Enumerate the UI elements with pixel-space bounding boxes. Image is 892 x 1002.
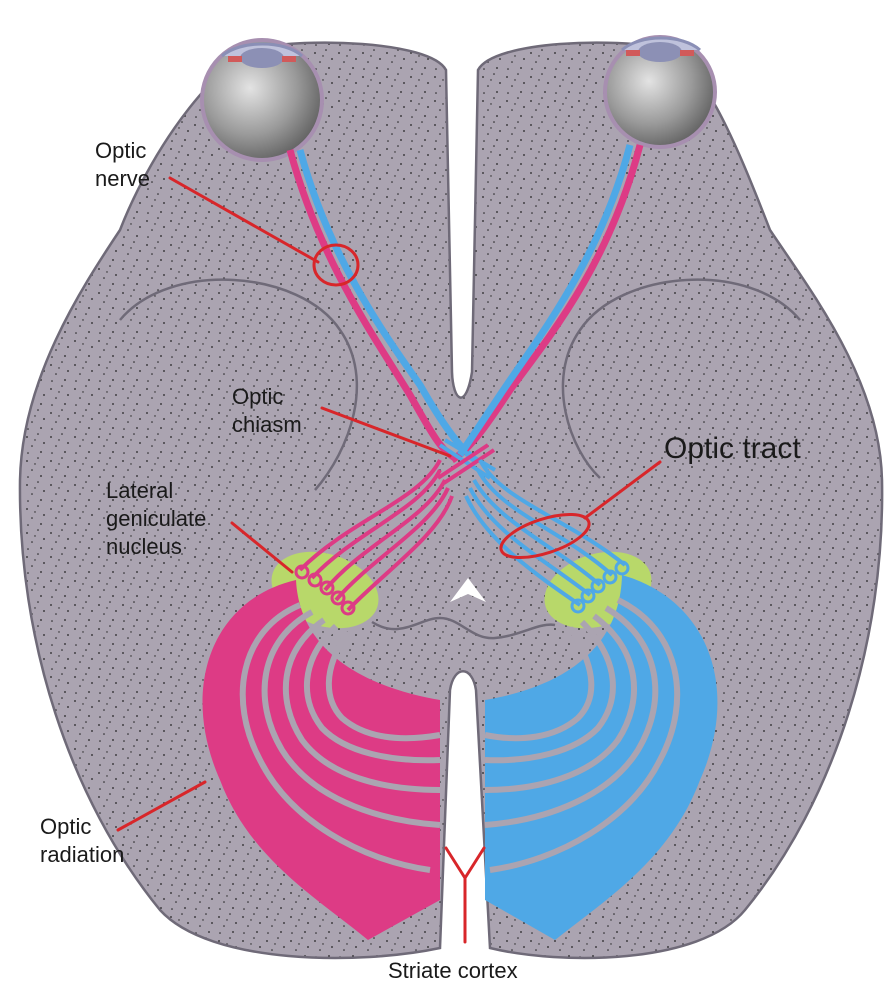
label-lateral-geniculate-nucleus: Lateral geniculate nucleus	[106, 478, 212, 559]
left-eye-icon	[200, 38, 324, 162]
left-geniculate-synapses	[294, 564, 356, 616]
label-optic-chiasm: Optic chiasm	[232, 384, 302, 437]
right-optic-nerve-blue	[457, 144, 634, 457]
arrowhead-icon	[450, 578, 486, 602]
right-optic-tract	[464, 459, 627, 607]
label-optic-nerve: Optic nerve	[95, 138, 152, 191]
leader-optic-tract	[583, 460, 662, 520]
leader-geniculate	[230, 521, 294, 574]
right-eye-icon	[603, 35, 717, 149]
leader-optic-chiasm	[320, 406, 452, 458]
left-temporal-sulcus	[119, 278, 359, 491]
right-geniculate-synapses	[570, 560, 630, 614]
right-temporal-sulcus	[561, 278, 801, 479]
left-optic-tract	[298, 459, 454, 612]
leader-optic-nerve	[168, 176, 320, 264]
leader-optic-nerve-circle	[312, 243, 360, 287]
label-optic-tract: Optic tract	[664, 432, 801, 465]
left-optic-nerve-blue	[296, 149, 481, 465]
right-radiation-gaps	[484, 597, 681, 873]
label-optic-radiation: Optic radiation	[40, 814, 124, 867]
leader-striate-cortex	[444, 846, 486, 944]
leader-optic-radiation	[116, 780, 207, 832]
right-optic-nerve-magenta	[450, 144, 644, 464]
left-radiation-gaps	[239, 602, 441, 873]
label-striate-cortex: Striate cortex	[388, 958, 518, 983]
midbrain-outline	[371, 616, 556, 640]
leader-optic-tract-ellipse	[499, 512, 591, 560]
left-optic-nerve-magenta	[286, 149, 457, 462]
